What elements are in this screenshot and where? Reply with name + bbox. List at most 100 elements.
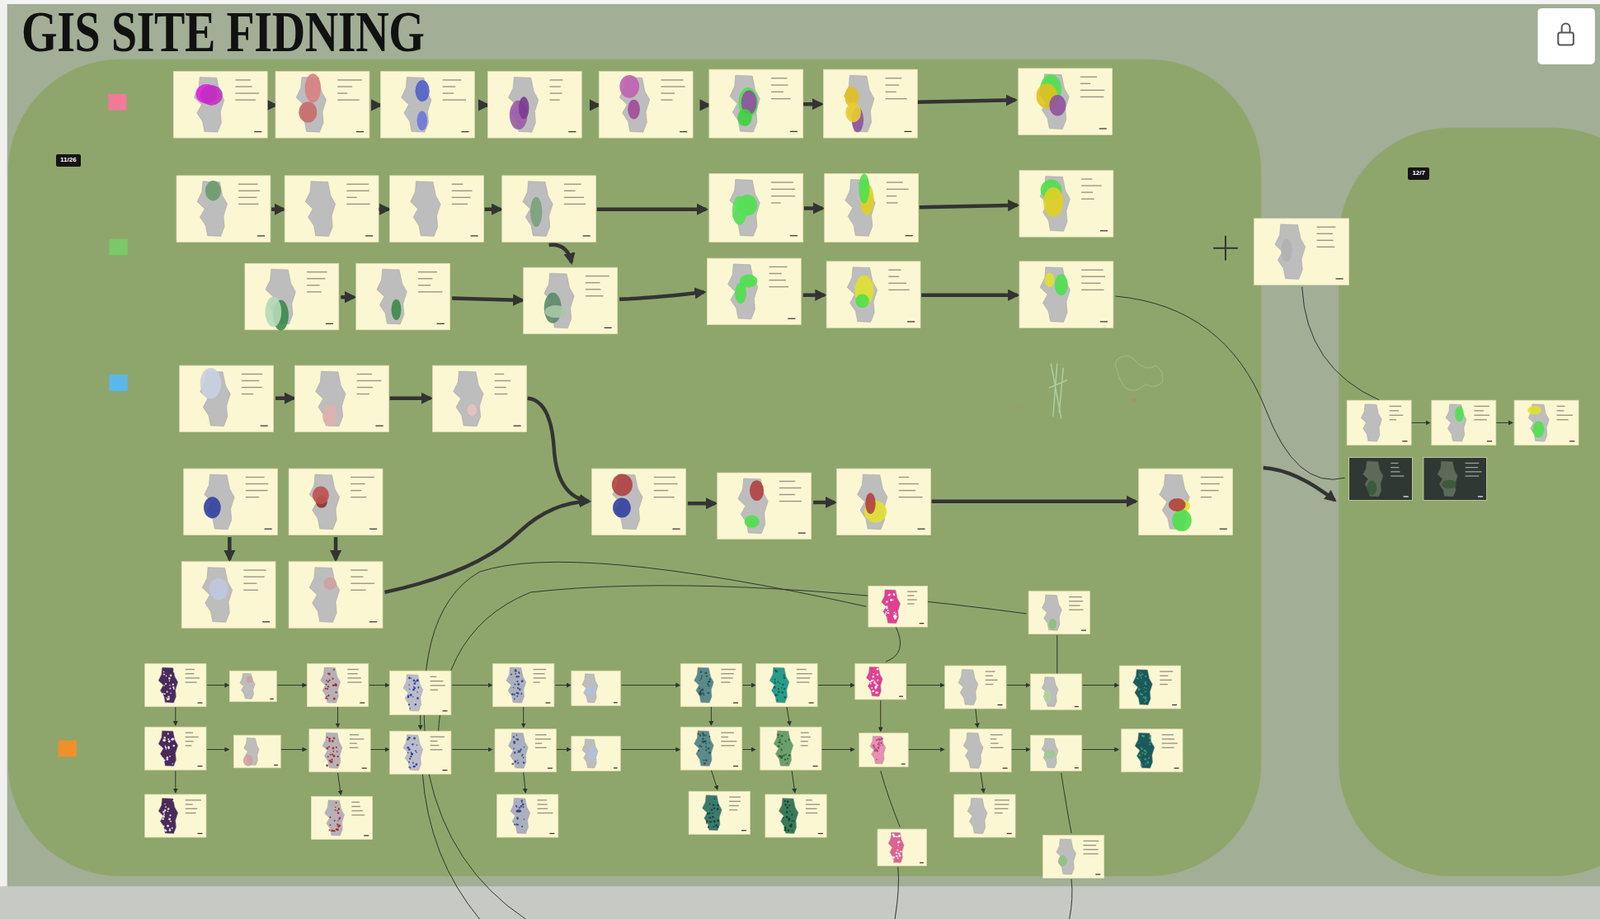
map-dot (332, 750, 335, 753)
legend-scribble (994, 803, 1010, 805)
map-outline (305, 181, 335, 237)
map-thumbnail (306, 663, 368, 707)
map-dot (523, 818, 526, 820)
legend-scribble (1082, 844, 1097, 846)
map-dot (338, 824, 341, 828)
map-dot (326, 747, 330, 750)
thumbnail-card (824, 173, 919, 242)
map-dot (1145, 699, 1148, 702)
legend-scribble (451, 183, 464, 185)
map-dot (333, 668, 335, 671)
legend-scribble (720, 681, 730, 683)
map-zone (858, 174, 870, 204)
map-dot (705, 748, 707, 751)
map-dot (514, 669, 518, 673)
map-dot (334, 691, 337, 693)
map-outline (204, 474, 235, 530)
map-zone (205, 180, 222, 201)
thumbnail-card (1138, 468, 1233, 535)
map-dot (784, 696, 787, 699)
legend-scribble (564, 203, 586, 205)
map-dot (708, 812, 711, 815)
scale-bar (1100, 230, 1108, 231)
map-dot (166, 757, 170, 761)
legend-scribble (564, 190, 576, 192)
legend-scribble (1557, 405, 1566, 407)
map-dot (780, 748, 783, 751)
legend-scribble (337, 79, 363, 80)
map-dot (785, 810, 789, 814)
legend-scribble (888, 269, 901, 271)
map-dot (706, 691, 709, 694)
legend-scribble (654, 476, 676, 478)
map-dot (333, 754, 336, 758)
map-outline (582, 738, 598, 768)
map-thumbnail (1042, 835, 1104, 879)
legend-scribble (306, 271, 327, 273)
scale-bar (905, 235, 913, 236)
map-dot (716, 819, 720, 823)
map-thumbnail (598, 71, 693, 138)
map-dot (162, 829, 165, 832)
map-dot (167, 807, 170, 810)
map-dot (1144, 762, 1147, 765)
map-dot (870, 687, 873, 689)
map-outline (1134, 732, 1155, 768)
map-dot (167, 810, 170, 813)
map-dot (779, 738, 782, 740)
legend-scribble (1465, 466, 1479, 468)
scale-bar (1074, 705, 1079, 707)
scale-bar (733, 701, 739, 703)
legend-scribble (720, 672, 735, 674)
legend-scribble (1081, 178, 1092, 179)
map-dot (875, 738, 878, 741)
map-outline (1041, 677, 1059, 707)
map-dot (416, 691, 419, 693)
map-dot (872, 743, 876, 747)
sticky-note (108, 94, 127, 111)
map-dot (510, 672, 513, 675)
thumbnail-card (229, 670, 277, 702)
thumbnail-card (680, 726, 742, 770)
map-dot (782, 755, 785, 758)
flow-curve (885, 626, 901, 662)
scale-bar (1007, 832, 1012, 834)
flow-arrow (687, 501, 716, 505)
map-thumbnail (284, 175, 379, 242)
legend-scribble (1081, 289, 1104, 291)
map-zone (845, 103, 862, 123)
scale-bar (787, 318, 796, 320)
map-outline (324, 800, 345, 836)
map-thumbnail (688, 790, 750, 834)
map-outline (870, 735, 886, 764)
scale-bar (613, 767, 618, 768)
map-zone (415, 80, 430, 102)
map-dot (701, 732, 704, 735)
legend-scribble (1390, 475, 1404, 476)
map-dot (171, 762, 174, 765)
map-dot (331, 739, 335, 743)
map-dot (325, 696, 328, 698)
legend-scribble (800, 744, 809, 746)
legend-scribble (350, 496, 367, 498)
map-dot (169, 692, 172, 695)
flow-arrow (275, 396, 294, 400)
map-outline (1040, 176, 1070, 232)
lock-icon (1557, 32, 1574, 46)
map-dot (516, 805, 518, 808)
legend-scribble (238, 203, 259, 205)
thumbnail-card (1349, 457, 1413, 501)
map-dot (898, 834, 901, 838)
map-dot (870, 679, 873, 682)
map-dot (790, 813, 793, 815)
scale-bar (264, 528, 273, 530)
flow-arrow (522, 706, 524, 728)
legend-scribble (907, 602, 914, 604)
map-dot (892, 599, 895, 602)
lock-icon (1562, 23, 1571, 33)
legend-scribble (243, 575, 264, 577)
map-dot (1148, 737, 1152, 740)
flow-arrow (803, 102, 822, 106)
map-outline (612, 474, 643, 530)
flow-arrow (369, 748, 390, 750)
